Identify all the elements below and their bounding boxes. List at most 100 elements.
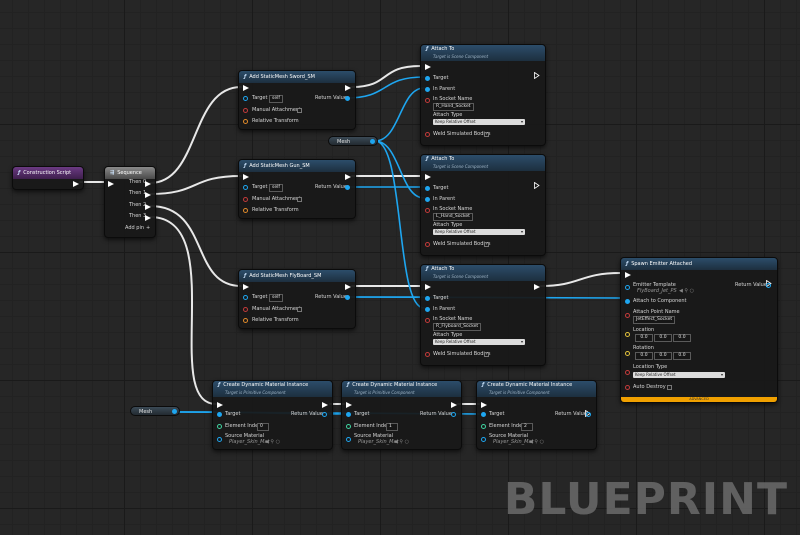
source-material-value[interactable]: Player_Skin_Mat bbox=[229, 439, 270, 445]
auto-destroy-checkbox[interactable] bbox=[667, 385, 672, 390]
exec-in-pin[interactable] bbox=[243, 85, 249, 91]
target-pin[interactable] bbox=[243, 185, 248, 190]
exec-in-pin[interactable] bbox=[425, 174, 431, 180]
target-value[interactable]: self bbox=[269, 184, 283, 192]
in-parent-pin[interactable] bbox=[425, 197, 430, 202]
asset-picker-icons[interactable]: ◀ ⚲ ○ bbox=[394, 439, 410, 445]
location-type-pin[interactable] bbox=[625, 370, 630, 375]
location-z-field[interactable]: 0.0 bbox=[673, 334, 691, 342]
exec-in-pin[interactable] bbox=[243, 174, 249, 180]
attach-point-field[interactable]: JetEffect_Socket bbox=[633, 316, 676, 324]
return-pin[interactable] bbox=[345, 185, 350, 190]
socket-name-pin[interactable] bbox=[425, 98, 430, 103]
return-pin[interactable] bbox=[766, 283, 771, 288]
exec-in-pin[interactable] bbox=[217, 402, 223, 408]
exec-out-pin[interactable] bbox=[585, 402, 591, 418]
socket-name-pin[interactable] bbox=[425, 208, 430, 213]
element-index-field[interactable]: 1 bbox=[386, 423, 398, 431]
manual-attachment-pin[interactable] bbox=[243, 108, 248, 113]
return-pin[interactable] bbox=[451, 412, 456, 417]
rotation-y-field[interactable]: 0.0 bbox=[654, 352, 672, 360]
emitter-template-pin[interactable] bbox=[625, 285, 630, 290]
element-index-field[interactable]: 2 bbox=[521, 423, 533, 431]
relative-transform-pin[interactable] bbox=[243, 208, 248, 213]
attach-to-component-pin[interactable] bbox=[625, 299, 630, 304]
location-type-dropdown[interactable]: Keep Relative Offset bbox=[633, 372, 725, 378]
attach-point-pin[interactable] bbox=[625, 313, 630, 318]
return-pin[interactable] bbox=[345, 96, 350, 101]
return-pin[interactable] bbox=[322, 412, 327, 417]
target-pin[interactable] bbox=[425, 186, 430, 191]
socket-name-field[interactable]: L_Hand_Socket bbox=[433, 213, 473, 221]
return-pin[interactable] bbox=[345, 295, 350, 300]
weld-checkbox[interactable] bbox=[484, 241, 489, 247]
exec-out-pin[interactable] bbox=[345, 284, 351, 290]
exec-in-pin[interactable] bbox=[481, 402, 487, 408]
attach-type-dropdown[interactable]: Keep Relative Offset bbox=[433, 119, 525, 125]
exec-in-pin[interactable] bbox=[625, 272, 631, 278]
mesh-variable-node[interactable]: Mesh bbox=[328, 136, 378, 146]
weld-pin[interactable] bbox=[425, 242, 430, 247]
exec-in-pin[interactable] bbox=[425, 284, 431, 290]
return-pin[interactable] bbox=[586, 412, 591, 417]
exec-out-pin[interactable] bbox=[534, 284, 540, 290]
source-material-pin[interactable] bbox=[346, 437, 351, 442]
plus-icon[interactable]: + bbox=[146, 225, 151, 231]
sequence-node[interactable]: ⇶Sequence Then 0 Then 1 Then 2 Then 3 Ad… bbox=[104, 166, 156, 238]
then-1-pin[interactable] bbox=[145, 192, 151, 198]
asset-picker-icons[interactable]: ◀ ⚲ ○ bbox=[529, 439, 545, 445]
element-index-pin[interactable] bbox=[346, 424, 351, 429]
auto-destroy-pin[interactable] bbox=[625, 385, 630, 390]
source-material-pin[interactable] bbox=[217, 437, 222, 442]
location-y-field[interactable]: 0.0 bbox=[654, 334, 672, 342]
relative-transform-pin[interactable] bbox=[243, 318, 248, 323]
exec-out-pin[interactable] bbox=[345, 174, 351, 180]
weld-checkbox[interactable] bbox=[484, 131, 489, 137]
manual-attachment-checkbox[interactable] bbox=[297, 108, 302, 113]
socket-name-field[interactable]: R_Hand_Socket bbox=[433, 103, 474, 111]
asset-picker-icons[interactable]: ◀ ⚲ ○ bbox=[679, 288, 695, 294]
asset-picker-icons[interactable]: ◀ ⚲ ○ bbox=[265, 439, 281, 445]
target-value[interactable]: self bbox=[269, 95, 283, 103]
source-material-pin[interactable] bbox=[481, 437, 486, 442]
exec-out-pin[interactable] bbox=[534, 174, 540, 190]
weld-checkbox[interactable] bbox=[484, 351, 489, 357]
exec-in-pin[interactable] bbox=[243, 284, 249, 290]
weld-pin[interactable] bbox=[425, 132, 430, 137]
manual-attachment-checkbox[interactable] bbox=[297, 307, 302, 312]
exec-out-pin[interactable] bbox=[322, 402, 328, 408]
advanced-expander[interactable]: ADVANCED bbox=[621, 397, 777, 402]
manual-attachment-pin[interactable] bbox=[243, 307, 248, 312]
target-pin[interactable] bbox=[217, 412, 222, 417]
exec-in-pin[interactable] bbox=[425, 64, 431, 70]
mesh-variable-node[interactable]: Mesh bbox=[130, 406, 180, 416]
emitter-template-value[interactable]: FlyBoard_Jet_PS bbox=[637, 288, 677, 294]
rotation-z-field[interactable]: 0.0 bbox=[673, 352, 691, 360]
exec-out-pin[interactable] bbox=[451, 402, 457, 408]
manual-attachment-pin[interactable] bbox=[243, 197, 248, 202]
attach-type-dropdown[interactable]: Keep Relative Offset bbox=[433, 229, 525, 235]
attach-type-dropdown[interactable]: Keep Relative Offset bbox=[433, 339, 525, 345]
add-pin-button[interactable]: Add pin bbox=[125, 225, 145, 231]
target-pin[interactable] bbox=[481, 412, 486, 417]
in-parent-pin[interactable] bbox=[425, 87, 430, 92]
element-index-pin[interactable] bbox=[217, 424, 222, 429]
target-pin[interactable] bbox=[425, 296, 430, 301]
then-0-pin[interactable] bbox=[145, 181, 151, 187]
source-material-value[interactable]: Player_Skin_Mat bbox=[493, 439, 534, 445]
then-2-pin[interactable] bbox=[145, 204, 151, 210]
exec-out-pin[interactable] bbox=[345, 85, 351, 91]
target-pin[interactable] bbox=[425, 76, 430, 81]
manual-attachment-checkbox[interactable] bbox=[297, 197, 302, 202]
relative-transform-pin[interactable] bbox=[243, 119, 248, 124]
target-pin[interactable] bbox=[243, 295, 248, 300]
